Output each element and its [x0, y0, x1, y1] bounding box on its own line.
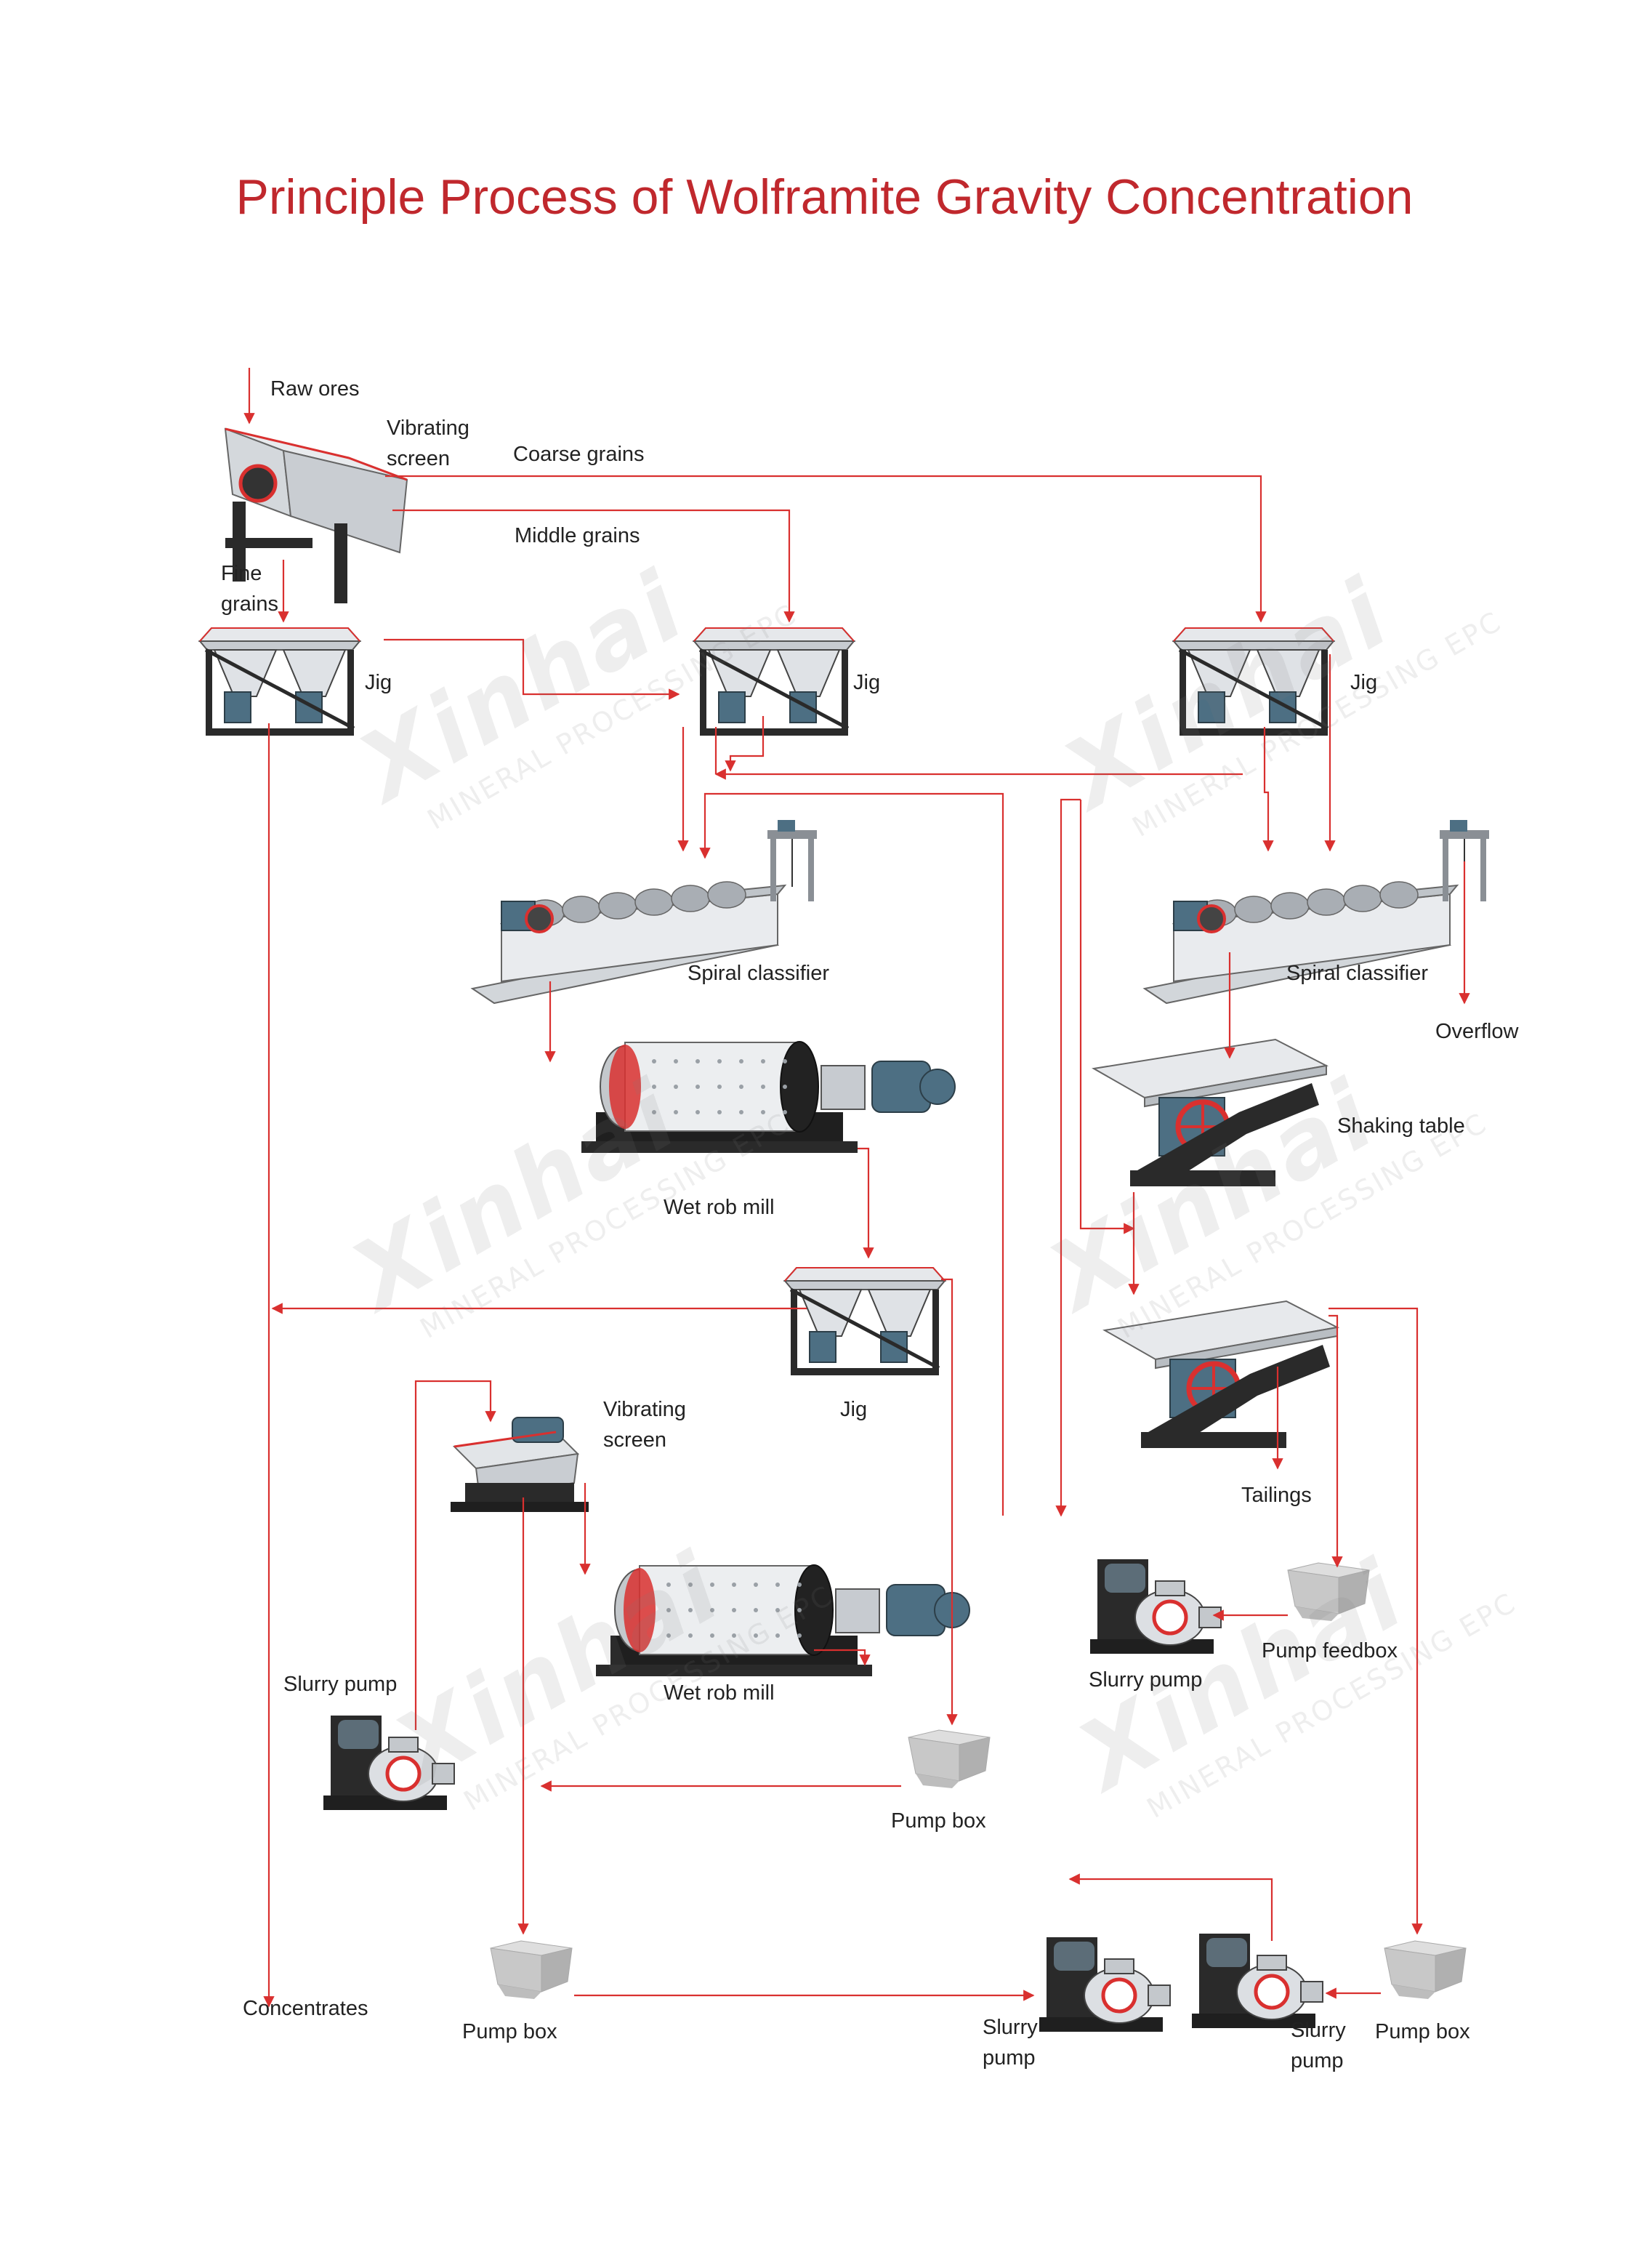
- slurry-pump-icon: [1039, 1937, 1170, 2032]
- diagram-title: Principle Process of Wolframite Gravity …: [235, 169, 1414, 225]
- slurry-pump-icon: [323, 1716, 454, 1810]
- flow-arrow: [1262, 727, 1274, 852]
- label-jig: Jig: [853, 671, 881, 694]
- label-pump-box: Pump box: [891, 1809, 986, 1833]
- flow-lines: [243, 368, 1470, 2008]
- flow-arrow: [1329, 1314, 1343, 1568]
- label-slurry-pump: Slurry pump: [983, 2016, 1038, 2070]
- pump-box-icon: [1287, 1562, 1370, 1622]
- jig-icon: [785, 1268, 945, 1375]
- label-pump-feedbox: Pump feedbox: [1262, 1639, 1398, 1662]
- pump-box-icon: [1384, 1940, 1467, 2000]
- label-tailings: Tailings: [1241, 1484, 1312, 1507]
- jig-icon: [1174, 628, 1334, 736]
- shaking-table-icon: [1094, 1040, 1326, 1186]
- label-pump-box: Pump box: [1375, 2020, 1470, 2043]
- flow-arrow: [1055, 798, 1081, 1517]
- label-slurry-pump: Slurry pump: [1291, 2019, 1346, 2073]
- pump-box-icon: [490, 1940, 573, 2000]
- flow-arrow: [384, 638, 680, 700]
- shaking-table-icon: [1105, 1301, 1337, 1448]
- flow-arrow: [1329, 1307, 1423, 1935]
- label-wet-rob-mill: Wet rob mill: [664, 1196, 775, 1219]
- flow-arrow: [414, 1380, 496, 1730]
- flow-arrow: [1079, 800, 1135, 1234]
- label-shaking-table: Shaking table: [1337, 1114, 1465, 1138]
- flow-arrow: [941, 1278, 958, 1726]
- flow-arrow: [392, 509, 795, 623]
- vibrating-screen-icon: [449, 1416, 590, 1513]
- label-jig: Jig: [365, 671, 392, 694]
- label-pump-box: Pump box: [462, 2020, 557, 2043]
- label-fine-grains: Fine grains: [221, 562, 278, 616]
- flow-arrow: [814, 1649, 871, 1666]
- pump-box-icon: [908, 1729, 991, 1789]
- ball-mill-icon: [595, 1564, 970, 1677]
- label-vibrating-screen: Vibrating screen: [603, 1398, 686, 1452]
- jig-icon: [200, 628, 360, 736]
- flow-arrow: [725, 716, 765, 772]
- label-coarse-grains: Coarse grains: [513, 443, 645, 466]
- slurry-pump-icon: [1090, 1559, 1221, 1654]
- label-raw-ores: Raw ores: [270, 377, 360, 401]
- label-slurry-pump: Slurry pump: [1089, 1668, 1203, 1692]
- ball-mill-icon: [581, 1041, 956, 1154]
- label-jig: Jig: [840, 1398, 868, 1421]
- label-middle-grains: Middle grains: [515, 524, 640, 547]
- label-wet-rob-mill: Wet rob mill: [664, 1681, 775, 1705]
- label-jig: Jig: [1350, 671, 1378, 694]
- label-spiral-classifier: Spiral classifier: [688, 962, 829, 985]
- flow-arrow: [385, 475, 1267, 623]
- flow-arrow: [858, 1147, 874, 1259]
- slurry-pump-icon: [1192, 1934, 1323, 2028]
- label-slurry-pump: Slurry pump: [283, 1673, 398, 1696]
- label-concentrates: Concentrates: [243, 1997, 368, 2020]
- label-vibrating-screen: Vibrating screen: [387, 417, 469, 471]
- label-overflow: Overflow: [1435, 1020, 1519, 1043]
- flow-arrow: [1068, 1873, 1273, 1941]
- jig-icon: [694, 628, 854, 736]
- flow-arrow: [699, 792, 1004, 1516]
- label-spiral-classifier: Spiral classifier: [1286, 962, 1428, 985]
